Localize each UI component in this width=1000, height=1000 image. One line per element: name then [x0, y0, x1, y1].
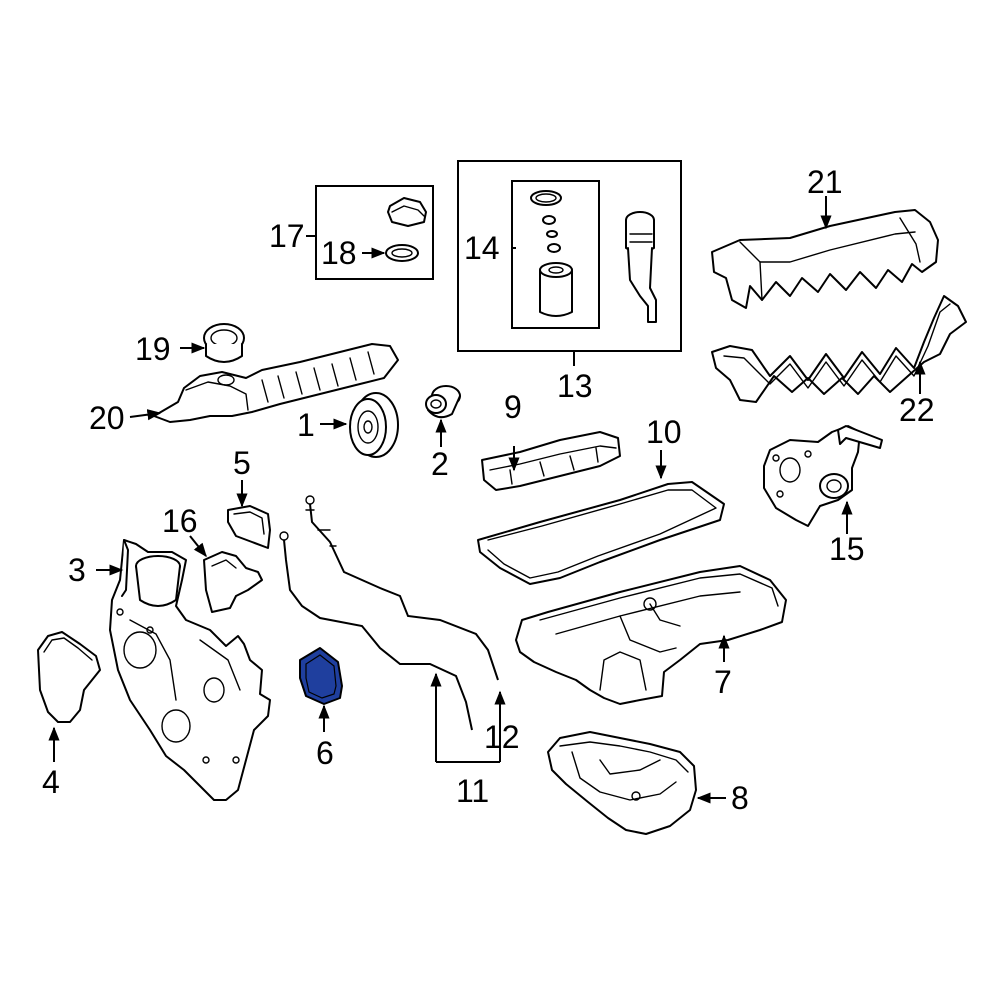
callout-9[interactable]: 9 — [504, 389, 522, 425]
part-17-oil-filler-cap[interactable] — [387, 197, 427, 227]
callout-12[interactable]: 12 — [484, 719, 520, 755]
callout-6[interactable]: 6 — [316, 735, 334, 771]
callout-labels: 1 2 3 4 5 6 7 8 9 10 11 12 13 14 15 16 1… — [42, 164, 935, 816]
callout-4[interactable]: 4 — [42, 764, 60, 800]
part-20-intake-rail[interactable] — [153, 343, 399, 423]
callout-10[interactable]: 10 — [646, 414, 682, 450]
part-7-oil-pan-upper[interactable] — [515, 565, 787, 705]
callout-15[interactable]: 15 — [829, 531, 865, 567]
callout-13[interactable]: 13 — [557, 368, 593, 404]
part-9-oil-baffle[interactable] — [481, 431, 621, 491]
part-18-oil-cap-seal[interactable] — [385, 244, 419, 262]
part-11-dipstick-tube[interactable] — [279, 531, 473, 731]
part-1-crankshaft-pulley[interactable] — [349, 392, 399, 458]
callout-22[interactable]: 22 — [899, 392, 935, 428]
callout-7[interactable]: 7 — [714, 664, 732, 700]
part-22-valve-cover-gasket[interactable] — [711, 295, 967, 403]
part-19-breather-seal[interactable] — [203, 323, 245, 363]
group-box-17 — [315, 185, 434, 280]
callout-2[interactable]: 2 — [431, 446, 449, 482]
part-10-oil-pan-gasket[interactable] — [477, 481, 725, 585]
callout-16[interactable]: 16 — [162, 503, 198, 539]
part-16-seal[interactable] — [203, 551, 263, 613]
part-3-timing-cover[interactable] — [109, 539, 271, 801]
part-15-oil-pump[interactable] — [763, 425, 883, 527]
part-2-seal[interactable] — [425, 385, 461, 419]
part-13-oil-filter-housing[interactable] — [625, 211, 657, 323]
callout-18[interactable]: 18 — [321, 235, 357, 271]
callout-3[interactable]: 3 — [68, 552, 86, 588]
callout-20[interactable]: 20 — [89, 400, 125, 436]
callout-leaders — [48, 196, 926, 804]
callout-5[interactable]: 5 — [233, 445, 251, 481]
part-4-timing-cover-gasket[interactable] — [37, 631, 101, 723]
callout-14[interactable]: 14 — [464, 230, 500, 266]
group-box-13 — [457, 160, 682, 352]
group-box-14 — [511, 180, 600, 329]
callout-17[interactable]: 17 — [269, 218, 305, 254]
part-21-valve-cover[interactable] — [711, 209, 939, 309]
part-12-dipstick[interactable] — [305, 495, 499, 681]
callout-11[interactable]: 11 — [456, 773, 489, 809]
callout-19[interactable]: 19 — [135, 331, 171, 367]
part-8-oil-pan-lower[interactable] — [547, 731, 697, 835]
callout-1[interactable]: 1 — [297, 407, 315, 443]
part-6-gasket-highlighted[interactable] — [299, 647, 343, 705]
part-5-gasket[interactable] — [227, 505, 271, 549]
callout-21[interactable]: 21 — [807, 164, 843, 200]
callout-8[interactable]: 8 — [731, 780, 749, 816]
part-14-oil-filter-kit[interactable] — [530, 190, 573, 317]
